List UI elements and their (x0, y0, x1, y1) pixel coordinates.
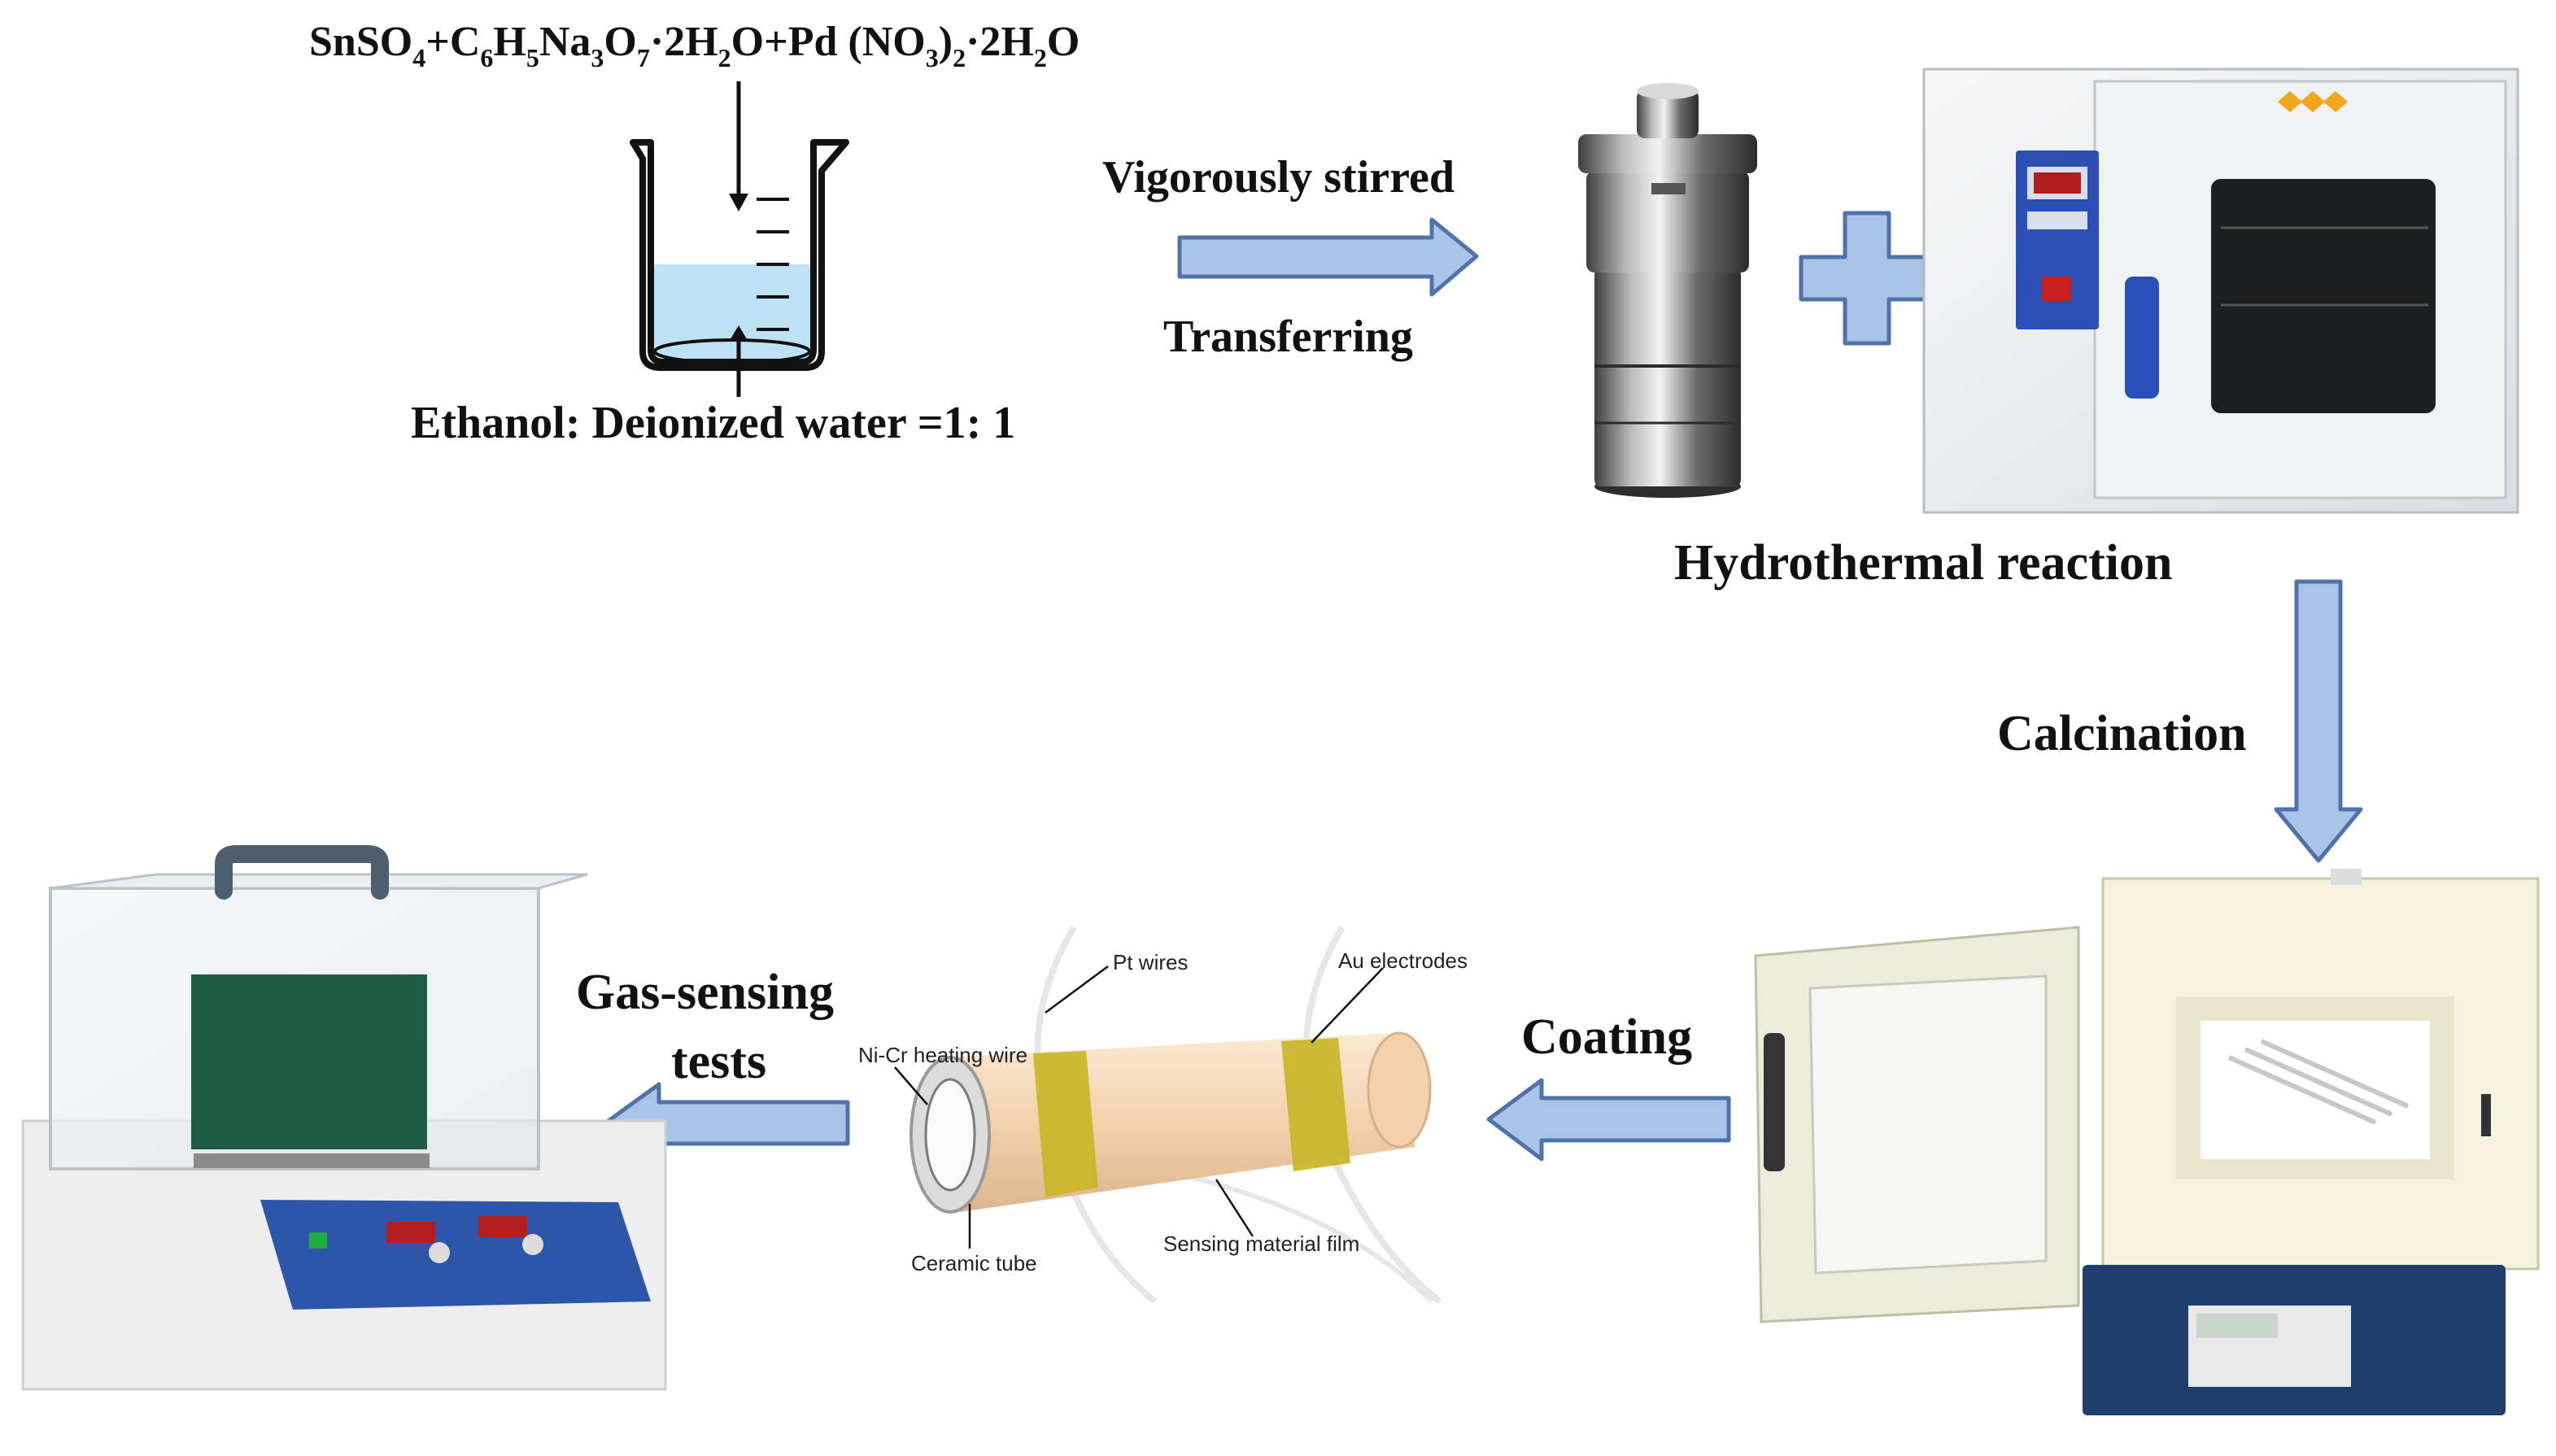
beaker (630, 139, 849, 371)
transferring-label: Transferring (1163, 312, 1413, 362)
sensor-element (909, 925, 1442, 1305)
autoclave-image (1578, 83, 1757, 498)
au-electrodes-label: Au electrodes (1338, 948, 1468, 973)
coating-label: Coating (1521, 1009, 1692, 1065)
au-electrode-right (1281, 1038, 1350, 1171)
sensing-material-film-label: Sensing material film (1163, 1231, 1359, 1256)
furnace-image (1754, 869, 2540, 1415)
oven-handle (2125, 277, 2159, 399)
pt-wires-label: Pt wires (1113, 950, 1188, 974)
ceramic-tube-label: Ceramic tube (911, 1251, 1037, 1275)
arrow-to-furnace (2274, 579, 2363, 863)
hydrothermal-reaction-label: Hydrothermal reaction (1674, 535, 2172, 591)
gas-sensing-label-line1: Gas-sensing (576, 965, 834, 1020)
plus-icon (1799, 211, 1937, 346)
oven-image (1922, 68, 2519, 514)
gas-sensing-label-line2: tests (671, 1034, 766, 1089)
arrow-to-autoclave (1177, 217, 1479, 297)
gas-sensing-system-image (21, 845, 667, 1391)
calcination-label: Calcination (1997, 706, 2247, 761)
au-electrodes-leader (1311, 967, 1384, 1044)
solvent-inlet-arrow (729, 325, 748, 397)
pt-wires-leader (1045, 965, 1109, 1014)
nicr-heating-wire-label: Ni-Cr heating wire (858, 1043, 1027, 1067)
chamber-handle (215, 845, 389, 900)
film-leader (1215, 1179, 1254, 1237)
reagent-inlet-arrow (729, 81, 748, 211)
solvent-label: Ethanol: Deionized water =1: 1 (411, 398, 1015, 448)
oven-window (2211, 179, 2436, 413)
sensor-board (191, 974, 427, 1149)
arrow-to-sensor (1486, 1078, 1731, 1162)
nicr-leader (894, 1066, 928, 1105)
reagent-formula: SnSO4+C6H5Na3O7·2H2O+Pd (NO3)2·2H2O (309, 19, 1080, 72)
au-electrode-left (1033, 1051, 1098, 1197)
vigorously-stirred-label: Vigorously stirred (1102, 152, 1455, 203)
